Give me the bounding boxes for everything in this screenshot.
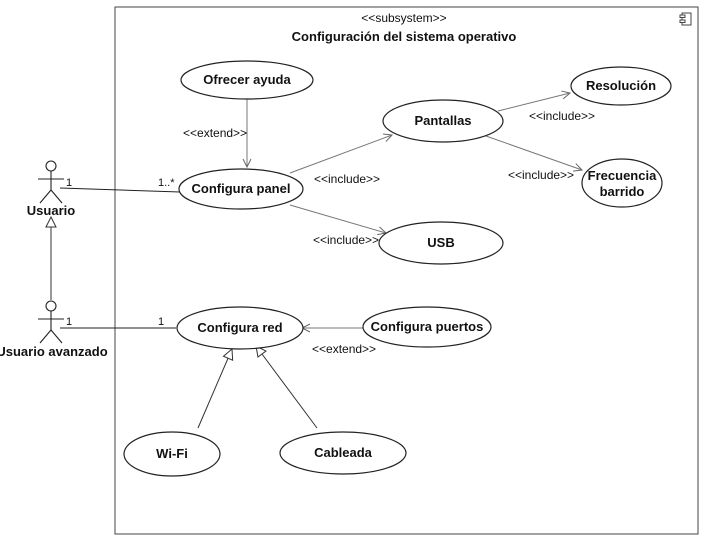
usecase-configura-puertos[interactable]: Configura puertos <box>362 306 492 348</box>
usecase-label: Frecuencia <box>588 168 657 183</box>
usecase-pantallas[interactable]: Pantallas <box>382 99 504 143</box>
usecase-configura-red[interactable]: Configura red <box>176 306 304 350</box>
usecase-label: Configura puertos <box>371 319 484 334</box>
usecase-cableada[interactable]: Cableada <box>279 431 407 475</box>
mult-red: 1 <box>158 316 164 328</box>
label-include-resolucion: <<include>> <box>529 109 595 123</box>
mult-avanzado: 1 <box>66 316 72 328</box>
usecase-wifi[interactable]: Wi-Fi <box>123 431 221 477</box>
usecase-label: barrido <box>600 184 645 199</box>
usecase-usb[interactable]: USB <box>378 221 504 265</box>
usecase-label: Configura red <box>197 320 282 335</box>
usecase-label: Wi-Fi <box>156 446 188 461</box>
actor-usuario-avanzado-label: Usuario avanzado <box>0 344 108 359</box>
usecase-label: Cableada <box>314 445 373 460</box>
gen-wifi-red <box>197 349 232 429</box>
include-resolucion-line <box>497 93 570 112</box>
include-frecuencia-line <box>485 135 582 170</box>
label-include-frecuencia: <<include>> <box>508 168 574 182</box>
actor-usuario[interactable] <box>38 160 64 204</box>
label-extend-ayuda: <<extend>> <box>183 126 247 140</box>
usecase-label: USB <box>427 235 454 250</box>
mult-panel: 1..* <box>158 177 175 189</box>
label-extend-puertos: <<extend>> <box>312 342 376 356</box>
usecase-ofrecer-ayuda[interactable]: Ofrecer ayuda <box>180 60 314 100</box>
usecase-resolucion[interactable]: Resolución <box>570 66 672 106</box>
usecase-label: Resolución <box>586 78 656 93</box>
include-usb-line <box>289 204 386 233</box>
usecase-label: Configura panel <box>192 181 291 196</box>
mult-usuario: 1 <box>66 177 72 189</box>
usecase-label: Ofrecer ayuda <box>203 72 291 87</box>
label-include-pantallas: <<include>> <box>314 172 380 186</box>
subsystem-title: Configuración del sistema operativo <box>292 29 517 44</box>
usecase-frecuencia-barrido[interactable]: Frecuencia barrido <box>581 158 663 208</box>
include-pantallas-line <box>289 135 392 174</box>
label-include-usb: <<include>> <box>313 233 379 247</box>
component-icon <box>679 12 692 26</box>
actor-usuario-avanzado[interactable] <box>38 300 64 344</box>
gen-cableada-red <box>256 346 318 429</box>
usecase-configura-panel[interactable]: Configura panel <box>178 168 304 210</box>
actor-usuario-label: Usuario <box>27 203 75 218</box>
assoc-usuario-panel <box>59 187 181 193</box>
usecase-label: Pantallas <box>414 113 471 128</box>
subsystem-stereotype: <<subsystem>> <box>361 11 446 25</box>
